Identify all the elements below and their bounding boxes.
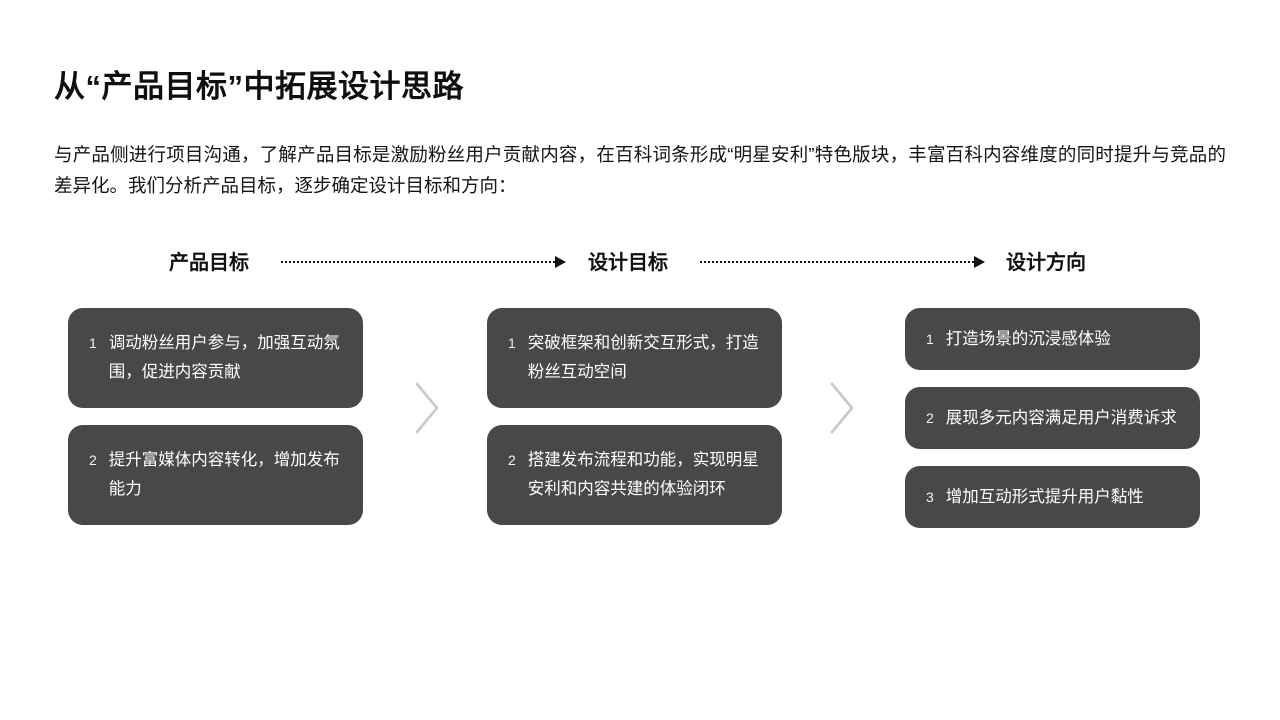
flow-header-design-direction: 设计方向 — [1006, 252, 1086, 274]
intro-paragraph: 与产品侧进行项目沟通，了解产品目标是激励粉丝用户贡献内容，在百科词条形成“明星安… — [54, 143, 1226, 196]
dotted-line-1 — [281, 261, 555, 263]
flow-header-product-goal: 产品目标 — [169, 252, 249, 274]
page-title: 从“产品目标”中拓展设计思路 — [54, 68, 464, 104]
dotted-arrow-icon-1 — [281, 256, 566, 270]
card-item: 1 打造场景的沉浸感体验 — [905, 308, 1200, 370]
dotted-arrow-icon-2 — [700, 256, 985, 270]
card-item: 1 调动粉丝用户参与，加强互动氛围，促进内容贡献 — [68, 308, 363, 408]
column-design-direction: 1 打造场景的沉浸感体验 2 展现多元内容满足用户消费诉求 3 增加互动形式提升… — [905, 308, 1200, 528]
column-design-goal: 1 突破框架和创新交互形式，打造粉丝互动空间 2 搭建发布流程和功能，实现明星安… — [487, 308, 782, 525]
flow-columns: 1 调动粉丝用户参与，加强互动氛围，促进内容贡献 2 提升富媒体内容转化，增加发… — [0, 308, 1280, 548]
card-text: 调动粉丝用户参与，加强互动氛围，促进内容贡献 — [108, 334, 340, 381]
card-text: 提升富媒体内容转化，增加发布能力 — [108, 451, 340, 498]
card-text: 突破框架和创新交互形式，打造粉丝互动空间 — [527, 334, 759, 381]
card-number: 1 — [926, 330, 934, 347]
card-number: 2 — [926, 409, 934, 426]
card-number: 1 — [508, 335, 516, 351]
card-text: 打造场景的沉浸感体验 — [945, 329, 1111, 348]
chevron-right-icon-2 — [827, 380, 857, 436]
card-item: 2 搭建发布流程和功能，实现明星安利和内容共建的体验闭环 — [487, 425, 782, 525]
card-item: 2 展现多元内容满足用户消费诉求 — [905, 387, 1200, 449]
card-number: 2 — [508, 452, 516, 468]
card-text: 展现多元内容满足用户消费诉求 — [945, 408, 1177, 427]
chevron-right-icon-1 — [412, 380, 442, 436]
flow-header-design-goal: 设计目标 — [588, 252, 668, 274]
card-number: 1 — [89, 335, 97, 351]
dotted-line-2 — [700, 261, 974, 263]
card-item: 1 突破框架和创新交互形式，打造粉丝互动空间 — [487, 308, 782, 408]
card-text: 增加互动形式提升用户黏性 — [945, 487, 1144, 506]
card-number: 2 — [89, 452, 97, 468]
card-item: 3 增加互动形式提升用户黏性 — [905, 466, 1200, 528]
card-number: 3 — [926, 488, 934, 505]
flow-header-row: 产品目标 设计目标 设计方向 — [0, 248, 1280, 284]
card-item: 2 提升富媒体内容转化，增加发布能力 — [68, 425, 363, 525]
card-text: 搭建发布流程和功能，实现明星安利和内容共建的体验闭环 — [527, 451, 759, 498]
column-product-goal: 1 调动粉丝用户参与，加强互动氛围，促进内容贡献 2 提升富媒体内容转化，增加发… — [68, 308, 363, 525]
arrow-head-2 — [974, 256, 985, 268]
arrow-head-1 — [555, 256, 566, 268]
